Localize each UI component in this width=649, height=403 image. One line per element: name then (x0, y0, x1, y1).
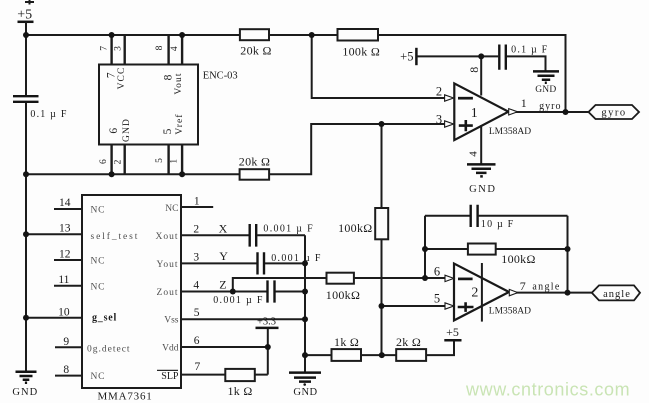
svg-text:+3.3: +3.3 (257, 317, 276, 328)
svg-text:4: 4 (467, 151, 479, 157)
svg-text:9: 9 (63, 336, 69, 348)
svg-text:20k Ω: 20k Ω (240, 44, 271, 58)
svg-text:5: 5 (434, 292, 440, 306)
svg-text:4: 4 (193, 280, 199, 292)
svg-text:www.cntronics.com: www.cntronics.com (465, 379, 630, 399)
svg-text:4: 4 (170, 46, 180, 51)
svg-text:1: 1 (471, 106, 478, 121)
svg-text:1: 1 (169, 159, 179, 164)
svg-text:2: 2 (471, 286, 478, 301)
svg-text:NC: NC (91, 372, 106, 382)
svg-text:NC: NC (91, 206, 106, 216)
svg-text:0.001 µ F: 0.001 µ F (213, 295, 264, 306)
svg-text:VCC: VCC (117, 67, 127, 90)
svg-text:13: 13 (59, 223, 71, 235)
svg-text:Vref: Vref (174, 113, 185, 134)
svg-text:ENC-03: ENC-03 (203, 71, 238, 82)
svg-text:gyro: gyro (539, 101, 561, 112)
svg-text:self_test: self_test (91, 231, 140, 242)
svg-text:8: 8 (155, 45, 165, 50)
svg-text:8: 8 (467, 67, 481, 73)
svg-text:GND: GND (122, 118, 132, 142)
svg-text:NC: NC (165, 204, 178, 214)
svg-text:MMA7361: MMA7361 (97, 391, 152, 403)
svg-text:Vout: Vout (174, 72, 184, 94)
svg-text:Y: Y (219, 249, 228, 263)
svg-text:8: 8 (163, 74, 175, 80)
svg-text:6: 6 (108, 128, 120, 134)
svg-text:0.1 µ F: 0.1 µ F (511, 44, 548, 55)
svg-text:100kΩ: 100kΩ (326, 288, 360, 302)
svg-text:3: 3 (114, 46, 124, 51)
svg-text:angle: angle (532, 282, 560, 293)
svg-text:X: X (219, 221, 228, 235)
svg-text:Yout: Yout (156, 260, 178, 270)
svg-text:6: 6 (194, 335, 200, 347)
svg-text:6: 6 (434, 265, 440, 279)
svg-text:5: 5 (194, 307, 200, 319)
svg-text:12: 12 (59, 249, 71, 261)
svg-text:100kΩ: 100kΩ (338, 221, 372, 235)
svg-text:2k Ω: 2k Ω (396, 335, 421, 349)
svg-text:Xout: Xout (156, 232, 179, 242)
svg-text:SLP: SLP (161, 371, 179, 382)
svg-text:7: 7 (195, 361, 201, 373)
svg-text:0.001 µ F: 0.001 µ F (263, 223, 314, 234)
svg-text:8: 8 (63, 364, 69, 376)
svg-text:NC: NC (91, 282, 106, 292)
svg-text:+5: +5 (446, 325, 459, 339)
svg-text:NC: NC (91, 257, 106, 267)
svg-text:LM358AD: LM358AD (489, 127, 531, 137)
svg-text:3: 3 (436, 113, 442, 127)
svg-text:Vss: Vss (164, 316, 179, 326)
svg-text:0g.detect: 0g.detect (87, 344, 131, 354)
svg-text:6: 6 (99, 159, 109, 164)
svg-text:1k Ω: 1k Ω (334, 335, 359, 349)
svg-text:gyro: gyro (601, 107, 626, 118)
svg-text:7: 7 (520, 279, 526, 293)
svg-text:g_sel: g_sel (92, 312, 117, 323)
svg-text:GND: GND (293, 387, 317, 398)
svg-text:1: 1 (194, 196, 200, 208)
svg-text:3: 3 (193, 251, 199, 263)
svg-text:angle: angle (603, 289, 631, 300)
svg-text:2: 2 (436, 84, 442, 98)
svg-text:0.001 µ F: 0.001 µ F (271, 253, 322, 264)
svg-text:10: 10 (58, 306, 70, 318)
svg-text:Zout: Zout (157, 288, 179, 298)
svg-text:10 µ F: 10 µ F (481, 219, 515, 230)
svg-text:Vdd: Vdd (162, 343, 179, 353)
svg-text:11: 11 (58, 274, 69, 286)
svg-text:1: 1 (521, 96, 527, 110)
svg-text:Z: Z (219, 277, 226, 291)
svg-text:7: 7 (106, 72, 118, 78)
svg-text:100k Ω: 100k Ω (342, 45, 380, 59)
svg-text:GND: GND (12, 387, 38, 398)
svg-text:1k Ω: 1k Ω (227, 384, 252, 398)
svg-text:GND: GND (469, 184, 496, 195)
svg-text:+5: +5 (400, 50, 413, 64)
svg-text:2: 2 (114, 159, 124, 164)
svg-text:7: 7 (99, 46, 109, 51)
svg-text:0.1 µ F: 0.1 µ F (30, 109, 67, 120)
svg-text:20k Ω: 20k Ω (239, 155, 270, 169)
svg-text:5: 5 (155, 158, 165, 163)
svg-text:5: 5 (162, 128, 174, 134)
svg-text:100kΩ: 100kΩ (501, 252, 535, 266)
svg-text:2: 2 (193, 223, 199, 235)
svg-text:LM358AD: LM358AD (489, 307, 531, 317)
svg-text:GND: GND (535, 85, 556, 95)
svg-text:14: 14 (59, 197, 71, 209)
svg-text:+5: +5 (17, 7, 32, 22)
